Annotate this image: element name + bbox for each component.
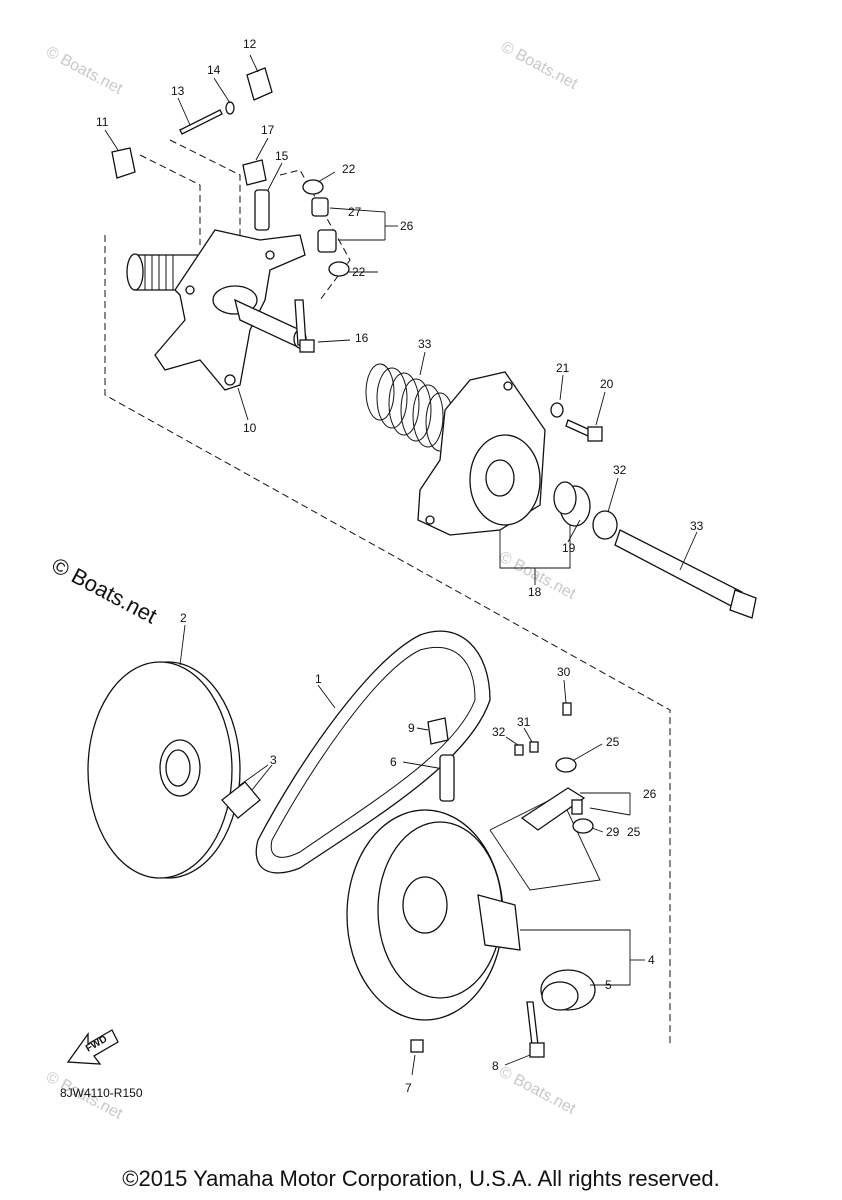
collar-part: [254, 189, 270, 231]
bolt-head: [529, 1042, 545, 1058]
callout-5: 5: [605, 978, 612, 992]
slider-part: [111, 147, 136, 179]
callout-25b: 25: [627, 825, 641, 839]
callout-7: 7: [405, 1081, 412, 1095]
callout-13: 13: [171, 84, 185, 98]
assembly-outline: [489, 794, 601, 891]
bearing-part: [221, 781, 261, 819]
secondary-sheave: [346, 809, 521, 1021]
callout-25: 25: [606, 735, 620, 749]
bushing-part: [317, 229, 337, 253]
leader-lines: [104, 54, 698, 1076]
callout-22b: 22: [352, 265, 366, 279]
watermark-large: © Boats.net: [48, 552, 162, 628]
pin-part: [529, 741, 539, 753]
pin-part: [514, 744, 524, 756]
callout-19: 19: [562, 541, 576, 555]
callout-22: 22: [342, 162, 356, 176]
watermark: © Boats.net: [498, 39, 580, 94]
callout-29: 31: [517, 715, 531, 729]
long-bolt-part: [614, 529, 743, 609]
pin-part: [562, 702, 572, 716]
spring-part: [365, 363, 455, 452]
washer-part: [555, 757, 577, 773]
callout-4: 4: [648, 953, 655, 967]
callout-16: 16: [355, 331, 369, 345]
pin-part: [179, 109, 223, 135]
sheave-part: [87, 661, 241, 879]
callout-3: 3: [270, 753, 277, 767]
copyright-notice: ©2015 Yamaha Motor Corporation, U.S.A. A…: [122, 1166, 720, 1191]
callout-33: 33: [690, 519, 704, 533]
callout-32: 32: [613, 463, 627, 477]
bolt-head: [729, 589, 757, 619]
spider-assembly: [126, 229, 307, 391]
fwd-arrow-icon: FWD: [66, 1029, 119, 1065]
bushing-part: [571, 799, 583, 815]
callout-26: 26: [643, 787, 657, 801]
weight-arm-part: [520, 787, 586, 831]
washer-part: [550, 402, 564, 418]
callout-17: 17: [261, 123, 275, 137]
callout-12: 12: [243, 37, 257, 51]
assembly-outline: [104, 235, 671, 1045]
bolt-head: [299, 339, 315, 353]
bolt-part: [565, 419, 591, 437]
watermark: © Boats.net: [43, 44, 125, 99]
callout-24: 27: [348, 205, 362, 219]
callout-15: 15: [275, 149, 289, 163]
cover-part: [417, 371, 546, 536]
callout-14: 14: [207, 63, 221, 77]
callout-27: 29: [606, 825, 620, 839]
diagram-code: 8JW4110-R150: [60, 1086, 143, 1100]
pin-part: [410, 1039, 424, 1053]
nut-part: [242, 159, 267, 186]
watermark: © Boats.net: [496, 1064, 578, 1119]
collar-part: [439, 754, 455, 802]
callout-31: 33: [418, 337, 432, 351]
bolt-part: [526, 1001, 539, 1046]
callout-1: 1: [315, 672, 322, 686]
callout-2: 2: [180, 611, 187, 625]
bolt-head: [587, 426, 603, 442]
assembly-outline: [139, 154, 201, 245]
drive-belt: [255, 630, 491, 874]
washer-part: [572, 818, 594, 834]
washer-part: [592, 510, 618, 540]
callout-28: 30: [557, 665, 571, 679]
callout-30: 32: [492, 725, 506, 739]
callout-20: 20: [600, 377, 614, 391]
callout-11: 11: [96, 115, 109, 129]
clip-part: [225, 101, 235, 115]
callout-23: 26: [400, 219, 414, 233]
bushing-part: [311, 197, 329, 217]
callout-8: 8: [492, 1059, 499, 1073]
callout-18: 18: [528, 585, 542, 599]
washer-part: [328, 261, 350, 277]
callout-10: 10: [243, 421, 257, 435]
assembly-outline: [169, 139, 241, 240]
callout-21: 21: [556, 361, 570, 375]
callout-6: 6: [390, 755, 397, 769]
callout-9: 9: [408, 721, 415, 735]
washer-part: [302, 179, 324, 195]
nut-part: [427, 717, 449, 745]
slider-part: [246, 67, 273, 101]
